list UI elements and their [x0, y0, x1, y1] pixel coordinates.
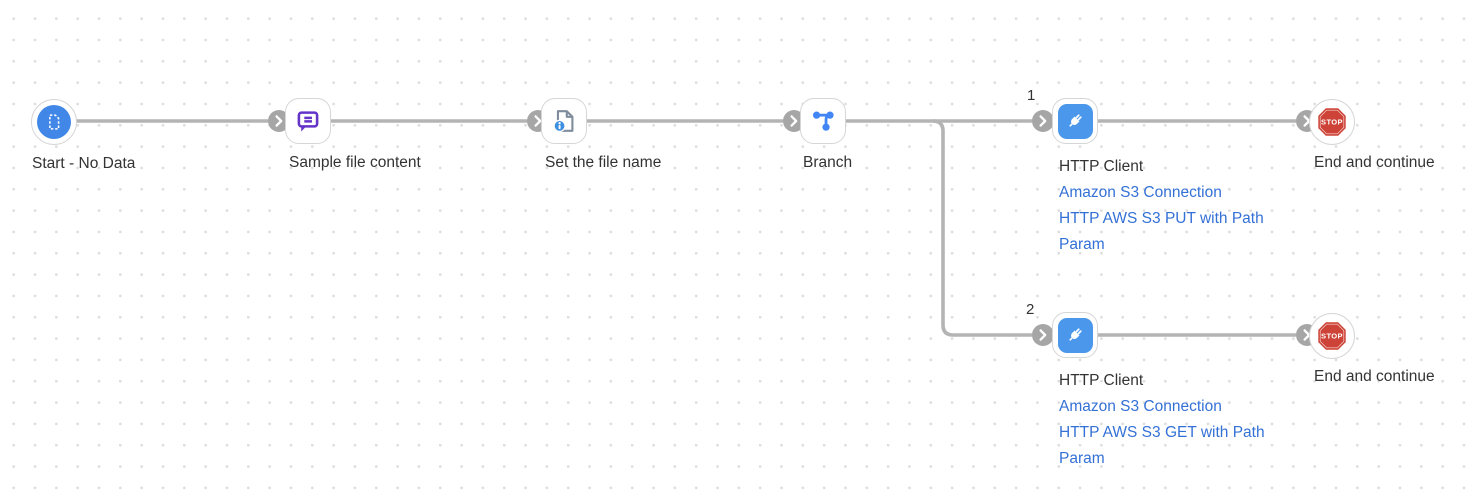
- node-start[interactable]: [31, 99, 77, 145]
- node-http-client-2-label: HTTP Client: [1059, 372, 1144, 389]
- chevron-right-icon: [1032, 110, 1054, 132]
- node-http-client-2[interactable]: [1052, 312, 1098, 358]
- node-sample-file-content[interactable]: [285, 98, 331, 144]
- node-end-2[interactable]: STOP: [1309, 313, 1355, 359]
- node-http-client-1[interactable]: [1052, 98, 1098, 144]
- document-info-icon: [553, 110, 574, 133]
- branch-icon: [812, 111, 834, 131]
- comment-icon: [297, 111, 319, 132]
- plug-badge: [1057, 317, 1093, 353]
- input-connector-branch[interactable]: [783, 110, 805, 132]
- branch-output-number-1: 1: [1027, 87, 1036, 104]
- input-connector-http2[interactable]: [1032, 324, 1054, 346]
- node-http-client-1-labels: HTTP Client Amazon S3 Connection HTTP AW…: [1059, 154, 1299, 258]
- node-sample-file-content-label: Sample file content: [289, 154, 421, 171]
- stop-icon: STOP: [1318, 322, 1346, 350]
- node-set-file-name[interactable]: [541, 98, 587, 144]
- stop-badge-text: STOP: [1321, 332, 1343, 341]
- wire-branch-to-http2: [932, 119, 1032, 337]
- http-client-2-account-link[interactable]: Amazon S3 Connection: [1059, 398, 1222, 415]
- node-set-file-name-label: Set the file name: [545, 154, 662, 171]
- input-connector-http1[interactable]: [1032, 110, 1054, 132]
- plug-icon: [1069, 328, 1082, 341]
- node-http-client-1-label: HTTP Client: [1059, 158, 1144, 175]
- node-branch[interactable]: [800, 98, 846, 144]
- stop-badge-text: STOP: [1321, 118, 1343, 127]
- start-badge: [37, 105, 71, 139]
- branch-output-number-2: 2: [1026, 301, 1035, 318]
- document-dashed-icon: [49, 114, 60, 130]
- plug-icon: [1069, 114, 1082, 127]
- http-client-1-endpoint-link[interactable]: HTTP AWS S3 PUT with Path Param: [1059, 210, 1264, 253]
- chevron-right-icon: [268, 110, 290, 132]
- node-start-label: Start - No Data: [32, 155, 136, 172]
- node-http-client-2-labels: HTTP Client Amazon S3 Connection HTTP AW…: [1059, 368, 1299, 472]
- stop-icon: STOP: [1318, 108, 1346, 136]
- http-client-1-account-link[interactable]: Amazon S3 Connection: [1059, 184, 1222, 201]
- chevron-right-icon: [783, 110, 805, 132]
- node-branch-label: Branch: [803, 154, 853, 171]
- node-end-1[interactable]: STOP: [1309, 99, 1355, 145]
- chevron-right-icon: [1032, 324, 1054, 346]
- plug-badge: [1057, 103, 1093, 139]
- node-end-2-label: End and continue: [1314, 368, 1435, 385]
- node-end-1-label: End and continue: [1314, 154, 1435, 171]
- http-client-2-endpoint-link[interactable]: HTTP AWS S3 GET with Path Param: [1059, 424, 1265, 467]
- input-connector-sample[interactable]: [268, 110, 290, 132]
